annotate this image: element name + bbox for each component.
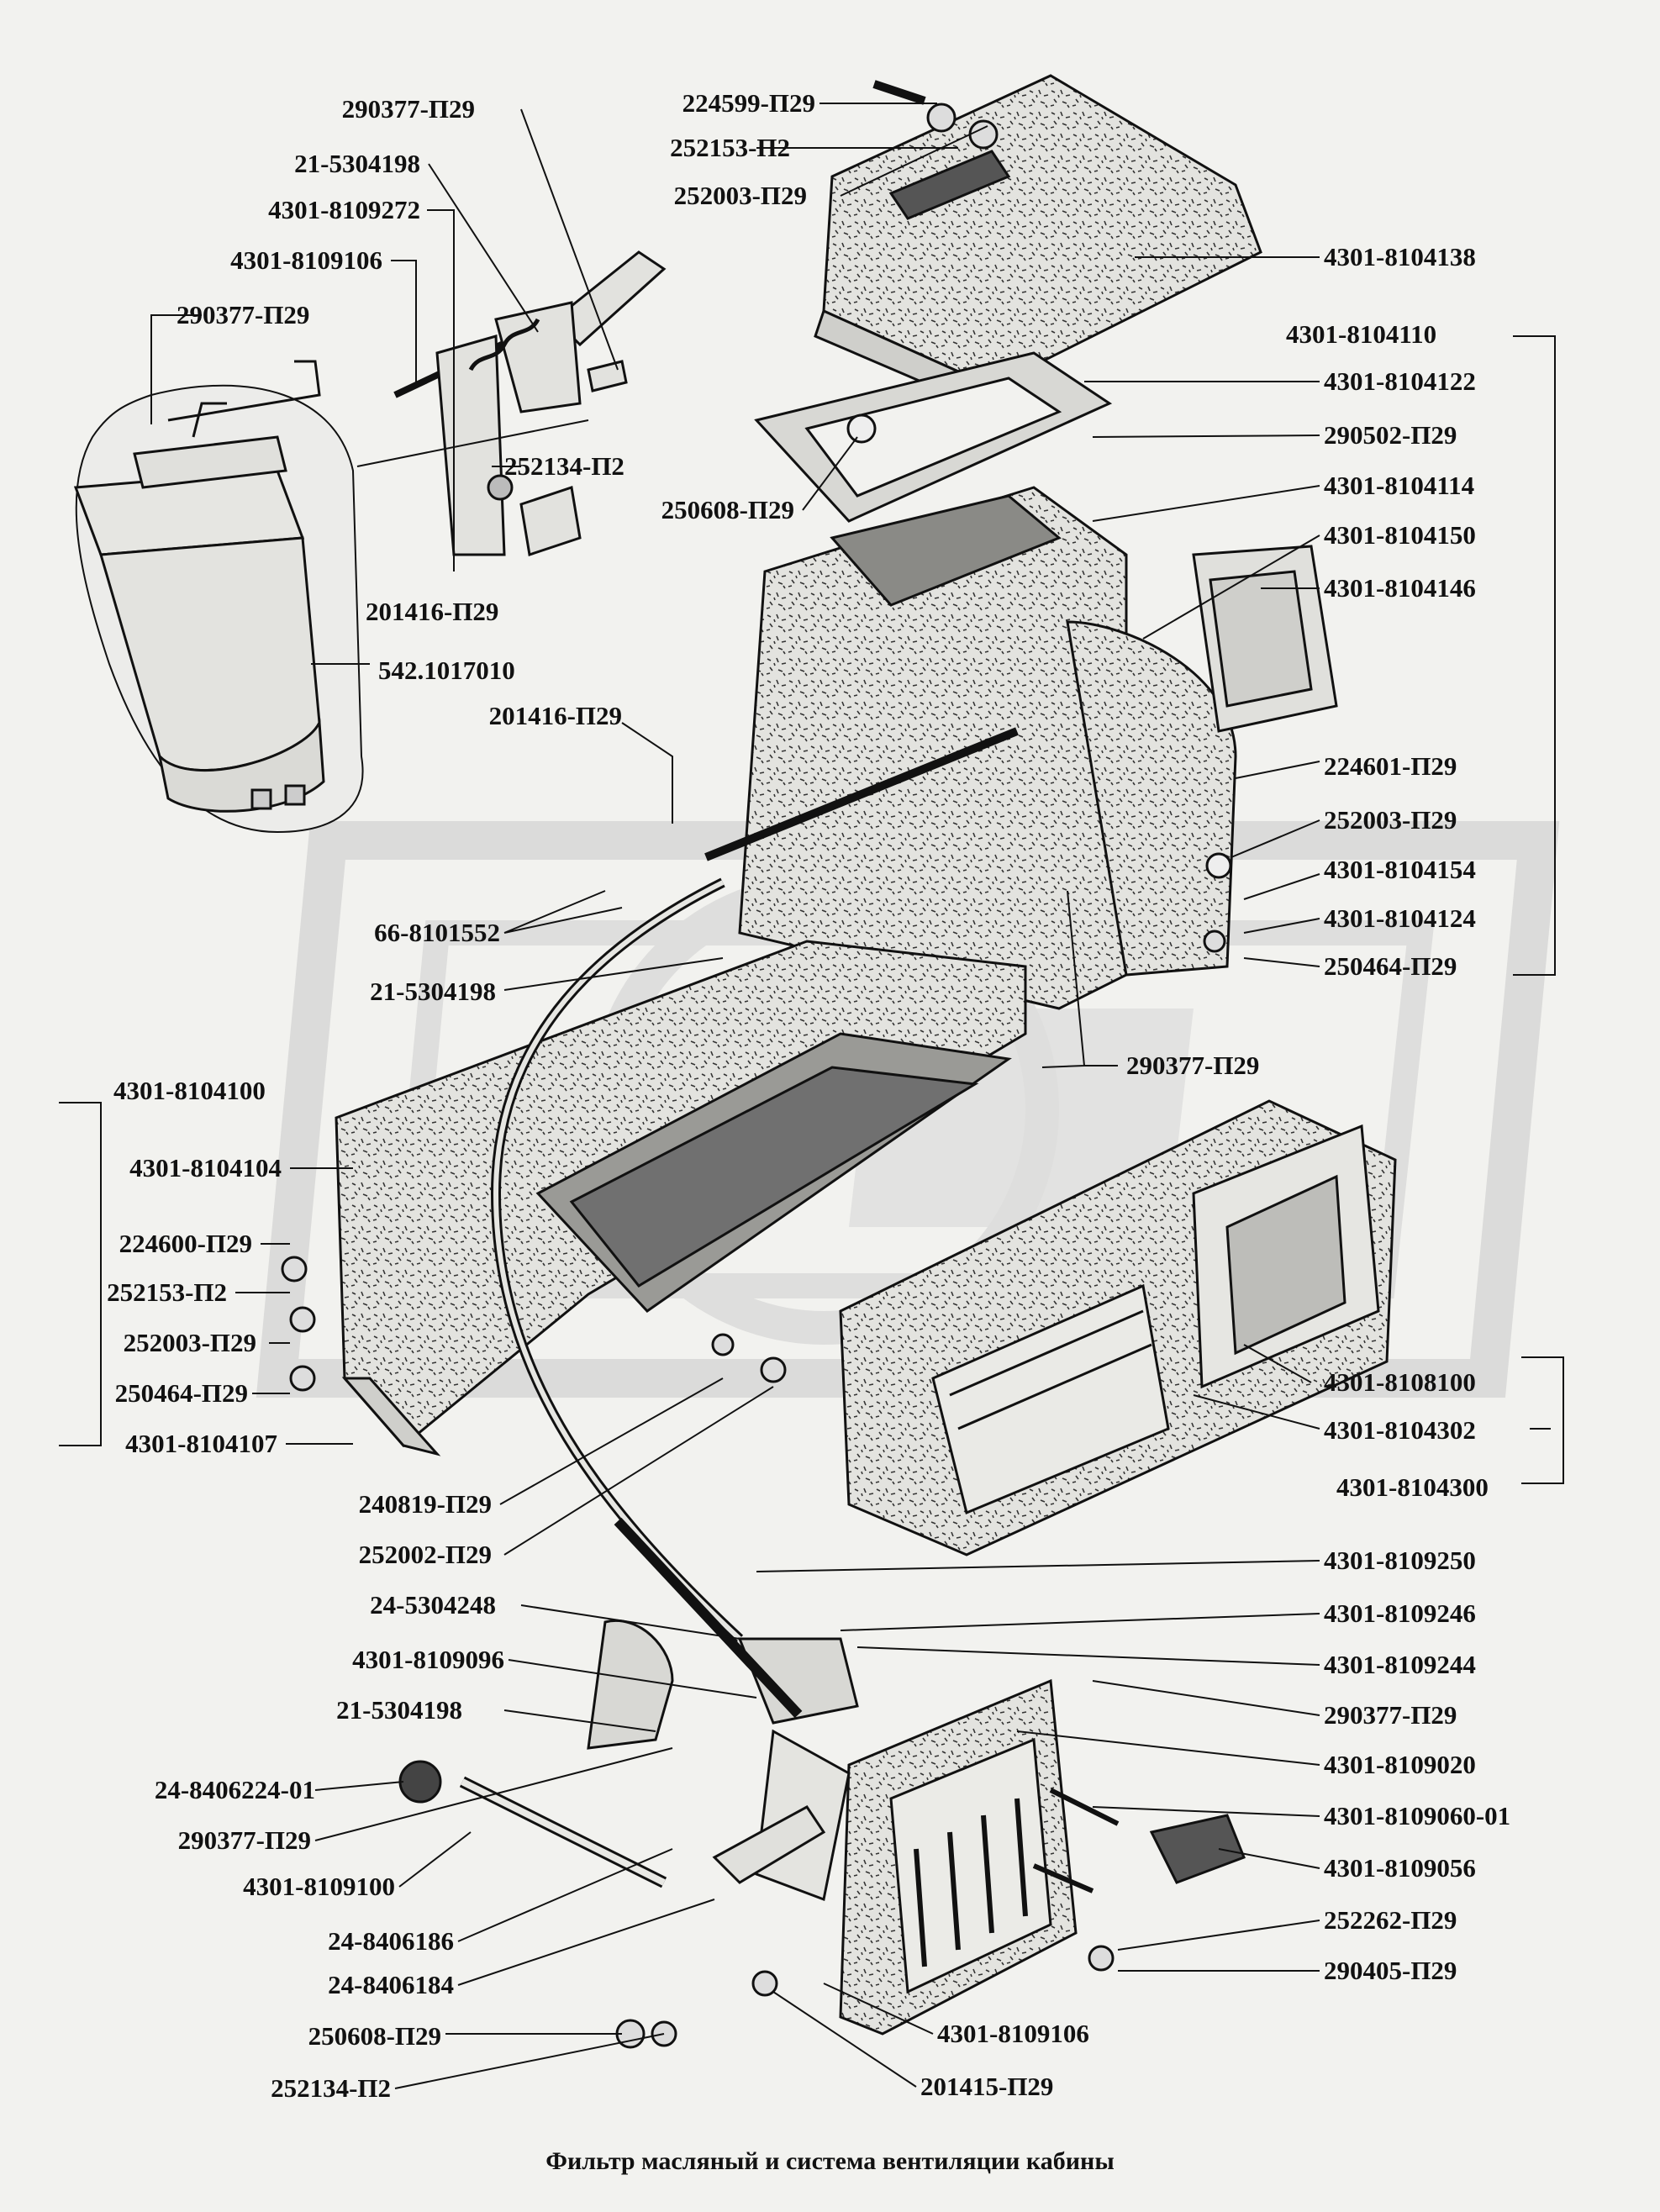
label-290377-p29-b: 290377-П29 bbox=[177, 300, 310, 329]
label-4301-8109272: 4301-8109272 bbox=[268, 195, 420, 224]
label-250608-p29-b: 250608-П29 bbox=[308, 2021, 441, 2051]
label-224600-p29: 224600-П29 bbox=[119, 1229, 252, 1258]
control-panel-part bbox=[281, 1256, 1246, 2049]
label-4301-8104302: 4301-8104302 bbox=[1324, 1415, 1476, 1445]
leader-lines bbox=[59, 103, 1564, 2089]
label-250464-p29-b: 250464-П29 bbox=[114, 1378, 248, 1408]
label-542-1017010: 542.1017010 bbox=[378, 656, 515, 685]
label-250608-p29-a: 250608-П29 bbox=[661, 495, 794, 524]
label-252134-p2-a: 252134-П2 bbox=[504, 451, 624, 481]
label-252003-p29-c: 252003-П29 bbox=[123, 1328, 256, 1357]
bracket-spring-assembly bbox=[393, 250, 667, 556]
label-4301-8104107: 4301-8104107 bbox=[125, 1429, 277, 1458]
label-4301-8104104: 4301-8104104 bbox=[129, 1153, 282, 1182]
label-250464-p29-a: 250464-П29 bbox=[1324, 951, 1457, 981]
label-4301-8104100: 4301-8104100 bbox=[113, 1076, 266, 1105]
label-4301-8104154: 4301-8104154 bbox=[1324, 855, 1476, 884]
label-252003-p29-b: 252003-П29 bbox=[1324, 805, 1457, 835]
label-4301-8104138: 4301-8104138 bbox=[1324, 242, 1476, 271]
label-4301-8109106-b: 4301-8109106 bbox=[937, 2019, 1089, 2048]
label-24-5304248: 24-5304248 bbox=[370, 1590, 496, 1620]
label-4301-8109096: 4301-8109096 bbox=[352, 1645, 504, 1674]
label-290377-p29-a: 290377-П29 bbox=[341, 94, 475, 124]
label-4301-8109106-a: 4301-8109106 bbox=[230, 245, 382, 275]
label-252153-p2-b: 252153-П2 bbox=[107, 1277, 227, 1307]
top-cover-part bbox=[814, 74, 1262, 414]
label-201416-p29-a: 201416-П29 bbox=[366, 597, 499, 626]
label-252153-p2-a: 252153-П2 bbox=[670, 133, 790, 162]
label-21-5304198-c: 21-5304198 bbox=[336, 1695, 462, 1725]
label-24-8406224-01: 24-8406224-01 bbox=[154, 1775, 315, 1804]
label-24-8406184: 24-8406184 bbox=[328, 1970, 454, 1999]
label-21-5304198-b: 21-5304198 bbox=[370, 977, 496, 1006]
label-4301-8109246: 4301-8109246 bbox=[1324, 1598, 1476, 1628]
control-rod-part bbox=[490, 727, 1019, 1643]
label-290377-p29-c: 290377-П29 bbox=[1126, 1051, 1260, 1080]
label-4301-8109100: 4301-8109100 bbox=[243, 1872, 395, 1901]
label-4301-8104150: 4301-8104150 bbox=[1324, 520, 1476, 550]
label-21-5304198-a: 21-5304198 bbox=[294, 149, 420, 178]
label-252002-p29: 252002-П29 bbox=[358, 1540, 492, 1569]
label-4301-8109060-01: 4301-8109060-01 bbox=[1324, 1801, 1511, 1830]
air-duct-part bbox=[335, 940, 1027, 1456]
label-4301-8109020: 4301-8109020 bbox=[1324, 1750, 1476, 1779]
oil-filter-assembly bbox=[73, 360, 364, 834]
label-4301-8109056: 4301-8109056 bbox=[1324, 1853, 1476, 1883]
label-252262-p29: 252262-П29 bbox=[1324, 1905, 1457, 1935]
label-290377-p29-d: 290377-П29 bbox=[1324, 1700, 1457, 1730]
label-24-8406186: 24-8406186 bbox=[328, 1926, 454, 1956]
label-240819-p29: 240819-П29 bbox=[358, 1489, 492, 1519]
fan-housing-part bbox=[738, 486, 1338, 1010]
figure-caption: Фильтр масляный и система вентиляции каб… bbox=[545, 2147, 1115, 2175]
label-290377-p29-e: 290377-П29 bbox=[177, 1825, 311, 1855]
heater-box-part bbox=[839, 1099, 1397, 1556]
label-290502-p29: 290502-П29 bbox=[1324, 420, 1457, 450]
label-4301-8109250: 4301-8109250 bbox=[1324, 1546, 1476, 1575]
label-66-8101552: 66-8101552 bbox=[374, 918, 500, 947]
label-224601-p29: 224601-П29 bbox=[1324, 751, 1457, 781]
label-224599-p29: 224599-П29 bbox=[682, 88, 815, 118]
label-201416-p29-b: 201416-П29 bbox=[488, 701, 622, 730]
label-4301-8104146: 4301-8104146 bbox=[1324, 573, 1476, 603]
label-4301-8108100: 4301-8108100 bbox=[1324, 1367, 1476, 1397]
label-4301-8104114: 4301-8104114 bbox=[1324, 471, 1475, 500]
gasket-part bbox=[754, 351, 1113, 523]
label-252134-p2-b: 252134-П2 bbox=[271, 2073, 391, 2103]
label-290405-p29: 290405-П29 bbox=[1324, 1956, 1457, 1985]
label-4301-8104300: 4301-8104300 bbox=[1336, 1472, 1489, 1502]
label-201415-p29: 201415-П29 bbox=[920, 2072, 1054, 2101]
label-252003-p29-a: 252003-П29 bbox=[673, 181, 807, 210]
label-4301-8104124: 4301-8104124 bbox=[1324, 903, 1476, 933]
label-4301-8109244: 4301-8109244 bbox=[1324, 1650, 1476, 1679]
label-4301-8104122: 4301-8104122 bbox=[1324, 366, 1476, 396]
label-4301-8104110: 4301-8104110 bbox=[1286, 319, 1437, 349]
